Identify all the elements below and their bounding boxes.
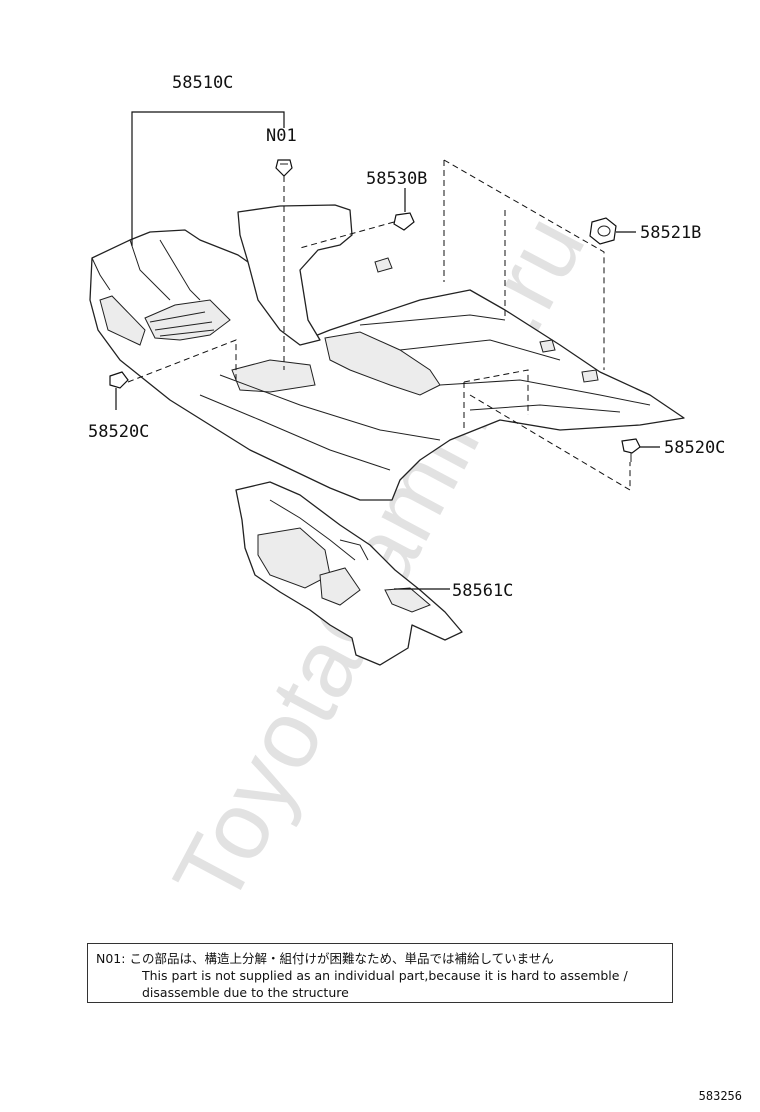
callout-58521b: 58521B: [640, 223, 701, 243]
clip-58520c-right-icon: [621, 438, 641, 462]
clip-58530b-icon: [393, 212, 415, 231]
callout-58520c-right: 58520C: [664, 438, 725, 458]
note-box: N01: この部品は、構造上分解・組付けが困難なため、単品では補給していません …: [87, 943, 673, 1003]
figure-number: 583256: [698, 1089, 742, 1103]
callout-58510c: 58510C: [172, 73, 233, 93]
note-english-line2: disassemble due to the structure: [142, 985, 349, 1000]
note-english-line1: This part is not supplied as an individu…: [142, 968, 628, 983]
callout-58561c: 58561C: [452, 581, 513, 601]
hook-58521b-icon: [589, 217, 617, 245]
leader-58510c: [131, 111, 285, 246]
callout-58520c-left: 58520C: [88, 422, 149, 442]
rear-carpet-drawing: [235, 481, 463, 666]
clip-58520c-left-icon: [109, 371, 129, 389]
floor-carpet-drawing: [89, 204, 685, 501]
callout-58530b: 58530B: [366, 169, 427, 189]
alignment-lines: [127, 159, 631, 491]
callout-n01: N01: [266, 126, 297, 146]
note-japanese: N01: この部品は、構造上分解・組付けが困難なため、単品では補給していません: [96, 951, 554, 966]
n01-clip-icon: [275, 159, 293, 177]
